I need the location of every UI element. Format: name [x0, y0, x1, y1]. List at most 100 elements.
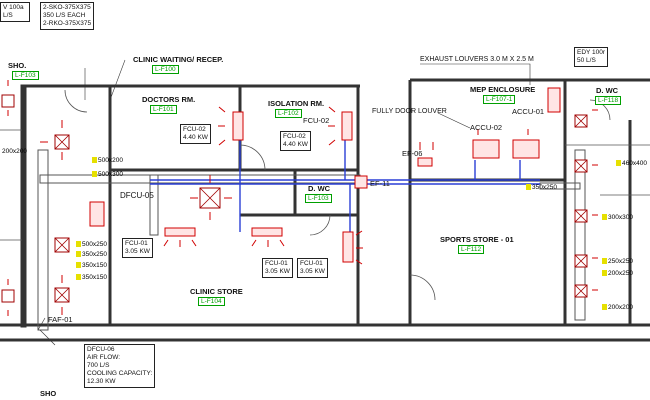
airflow-arrows — [7, 80, 598, 316]
duct-size-right-c: 250x250 — [602, 258, 633, 265]
duct-marker — [76, 262, 81, 269]
note-line: V 100a — [3, 4, 24, 11]
room-dwc-right-name: D. WC — [596, 86, 619, 95]
diffuser-cross-4 — [54, 237, 70, 253]
door-swing-3 — [409, 274, 436, 301]
room-doctors-code: L-F101 — [150, 105, 177, 114]
room-dwc-mid-code: L-F103 — [305, 194, 332, 203]
duct-size-left-b: 500x250 — [76, 241, 107, 248]
duct-size-main-b: 500x300 — [92, 171, 123, 178]
note-top-left-a: V 100a L/S — [0, 2, 30, 22]
duct-size-value: 350x250 — [82, 251, 107, 258]
duct-marker — [526, 184, 531, 191]
duct-size-right-e: 200x200 — [602, 304, 633, 311]
duct-marker — [602, 270, 607, 277]
duct-marker — [92, 157, 97, 164]
diffuser-cross-8 — [574, 254, 588, 268]
fcu02-isolation-label: FCU-02 — [303, 116, 330, 125]
duct-size-value: 460x400 — [622, 160, 647, 167]
ef06-unit — [417, 157, 433, 167]
duct-size-main-a: 500x200 — [92, 157, 123, 164]
arrow-4 — [251, 239, 285, 247]
faf01-label: FAF-01 — [48, 315, 73, 324]
arrow-5 — [355, 230, 363, 265]
dfcu06-note: DFCU-06 AIR FLOW: 700 L/S COOLING CAPACI… — [84, 344, 156, 388]
tag-line: FCU-01 — [265, 260, 288, 267]
door-swing-2 — [309, 214, 331, 236]
door-swing-5 — [589, 99, 611, 121]
leader-exhaust — [420, 63, 531, 85]
room-dwc-mid-name: D. WC — [308, 184, 331, 193]
duct-size-value: 500x300 — [98, 171, 123, 178]
duct-right-vertical — [574, 149, 586, 321]
dfcu05-unit — [89, 201, 105, 227]
room-isolation-code: L-F102 — [275, 109, 302, 118]
diffuser-cross-2 — [199, 187, 221, 209]
duct-marker — [76, 251, 81, 258]
duct-marker — [92, 171, 97, 178]
fcu01-b-tag: FCU-01 3.05 KW — [262, 258, 293, 278]
note-line: 2-SKO-375X375 — [43, 4, 91, 11]
duct-size-value: 350x150 — [82, 274, 107, 281]
arrow-7 — [190, 175, 232, 220]
arrow-3 — [163, 239, 197, 247]
room-sports-store-name: SPORTS STORE - 01 — [440, 235, 514, 244]
exhaust-louvers-note: EXHAUST LOUVERS 3.0 M X 2.5 M — [420, 56, 534, 63]
mep-exhaust-unit — [547, 87, 561, 113]
door-swing-1 — [239, 144, 266, 171]
note-line: 12.30 KW — [87, 378, 116, 385]
room-mep-code: L-F107-1 — [483, 95, 516, 104]
diffuser-11 — [1, 289, 15, 303]
duct-right-horizontal — [539, 182, 581, 190]
fcu02-doctors-tag: FCU-02 4.40 KW — [180, 124, 211, 144]
duct-branch-fcu — [149, 174, 159, 236]
duct-size-left-a: 200x200 — [2, 148, 27, 155]
duct-left-vertical — [37, 149, 49, 331]
room-dwc-right-code: L-F118 — [595, 96, 622, 105]
duct-marker — [602, 258, 607, 265]
tag-line: 4.40 KW — [283, 141, 308, 148]
tag-line: 3.05 KW — [265, 268, 290, 275]
room-doctors-name: DOCTORS RM. — [142, 95, 196, 104]
duct-marker — [76, 241, 81, 248]
arrow-6 — [40, 120, 63, 160]
diffuser-cross-9 — [574, 284, 588, 298]
room-sho-bottom-name: SHO — [40, 389, 57, 398]
duct-size-value: 200x200 — [2, 148, 27, 155]
duct-size-right-mid: 350x250 — [526, 184, 557, 191]
note-line: 350 L/S EACH — [43, 12, 86, 19]
duct-size-left-d: 350x150 — [76, 262, 107, 269]
note-line: DFCU-06 — [87, 346, 115, 353]
note-top-right: EDY 100r 50 L/S — [574, 47, 609, 67]
duct-marker — [76, 274, 81, 281]
arrow-10 — [477, 129, 529, 135]
wall-outer-left-top — [20, 84, 27, 328]
diffuser-cross-6 — [574, 159, 588, 173]
duct-size-value: 500x250 — [82, 241, 107, 248]
note-line: 50 L/S — [577, 57, 596, 64]
fcu-doctors-unit — [232, 111, 244, 141]
tag-line: FCU-01 — [125, 240, 148, 247]
duct-size-value: 300x300 — [608, 214, 633, 221]
room-sports-store-code: L-F112 — [458, 245, 485, 254]
fcu01-c-unit — [342, 231, 354, 263]
duct-size-right-d: 200x250 — [602, 270, 633, 277]
diffuser-10 — [1, 94, 15, 108]
room-mep-name: MEP ENCLOSURE — [470, 85, 536, 94]
room-sho-top-name: SHO. — [8, 61, 27, 70]
tag-line: FCU-01 — [300, 260, 323, 267]
leader-clinic-wait — [109, 59, 126, 101]
leader-lines — [37, 59, 531, 346]
note-line: EDY 100r — [577, 49, 606, 56]
fcu01-c-tag: FCU-01 3.05 KW — [297, 258, 328, 278]
duct-marker — [602, 214, 607, 221]
duct-size-value: 500x200 — [98, 157, 123, 164]
ef11-label: EF-11 — [370, 179, 390, 188]
indoor-units — [89, 87, 561, 263]
duct-size-right-a: 460x400 — [616, 160, 647, 167]
tag-line: FCU-02 — [283, 133, 306, 140]
supply-ducts — [37, 149, 586, 331]
tag-line: 3.05 KW — [300, 268, 325, 275]
accu02-label: ACCU-02 — [470, 123, 503, 132]
